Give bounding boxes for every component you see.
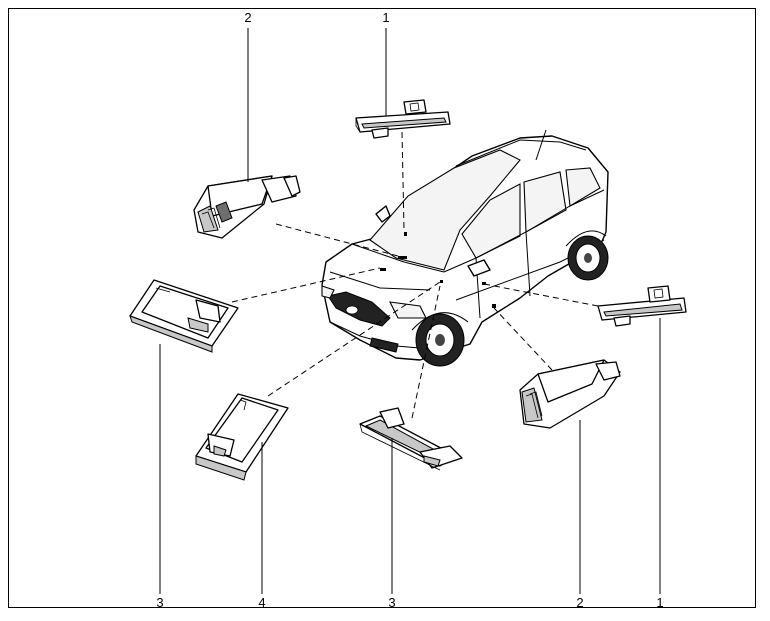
callout-bottom-5: 1 <box>656 595 663 610</box>
callout-top-left: 2 <box>244 10 251 25</box>
callout-bottom-3: 3 <box>388 595 395 610</box>
callout-bottom-2: 4 <box>258 595 265 610</box>
vehicle-illustration <box>321 129 609 367</box>
part-right-module <box>519 359 621 429</box>
callout-bottom-1: 3 <box>156 595 163 610</box>
connection-lines <box>231 131 599 419</box>
part-right-sensor-bar <box>597 285 687 327</box>
callout-top-center: 1 <box>382 10 389 25</box>
callout-leader-lines <box>159 28 661 594</box>
part-top-left-module <box>193 175 301 239</box>
callout-bottom-4: 2 <box>576 595 583 610</box>
part-left-flat-module <box>129 279 239 353</box>
part-top-sensor-bar <box>355 99 451 139</box>
part-lower-left-module <box>195 393 289 481</box>
part-bottom-center-sensor <box>359 407 463 471</box>
